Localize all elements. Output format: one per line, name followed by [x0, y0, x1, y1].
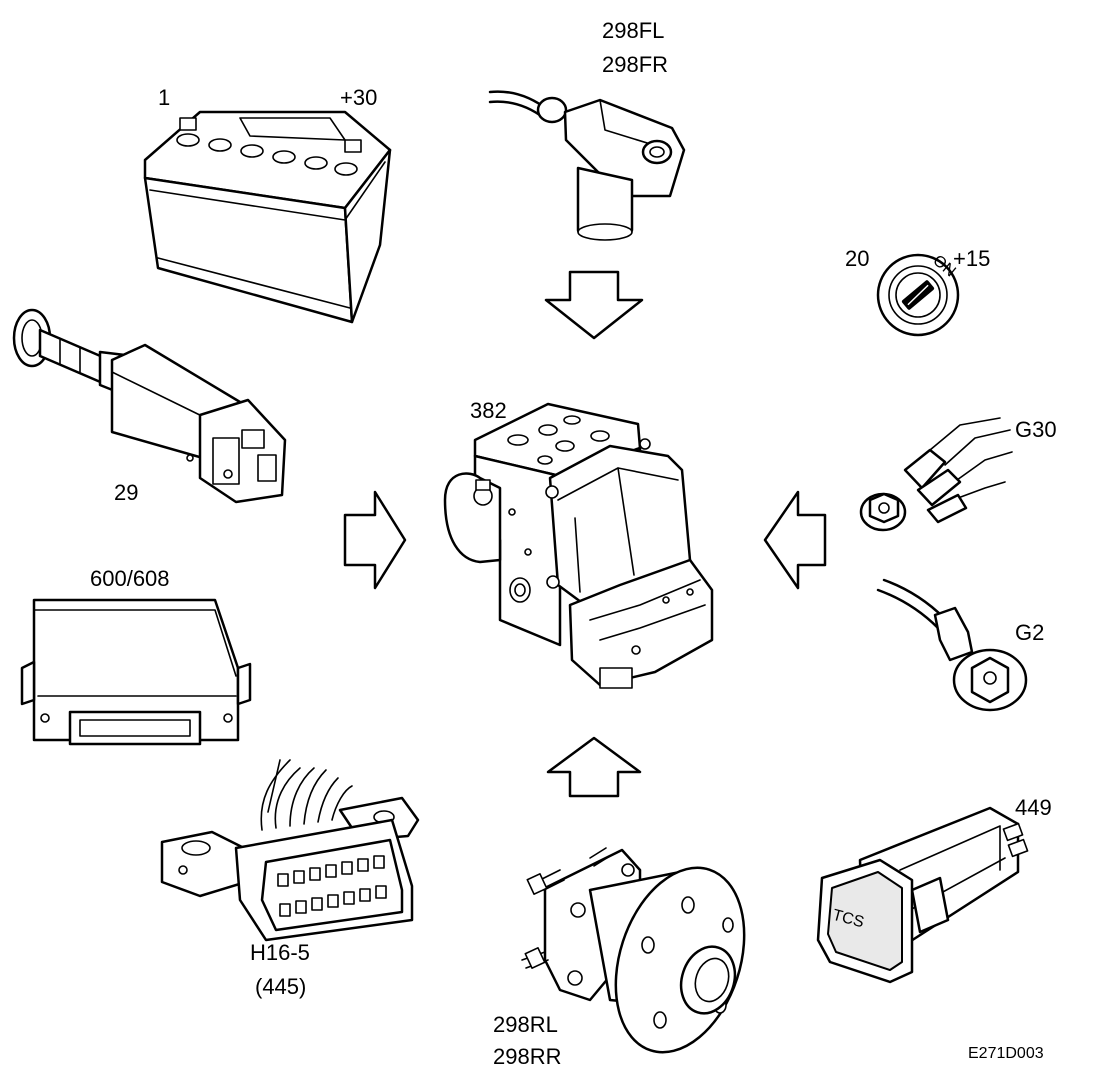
- label-ignition-switch: 20: [845, 246, 869, 271]
- ground-g30-illustration: [859, 417, 1013, 532]
- tcs-switch-illustration: TCS: [816, 806, 1029, 984]
- label-298rl: 298RL: [493, 1012, 558, 1037]
- label-terminal-15: +15: [953, 246, 990, 271]
- label-tcs-switch: 449: [1015, 795, 1052, 820]
- arrow-down-from-sensor: [544, 270, 644, 340]
- brake-light-switch-labels: 29: [114, 480, 138, 505]
- rear-wheel-sensor-labels: 298RL 298RR: [493, 1012, 561, 1069]
- arrow-up-from-rear-sensor: [546, 736, 642, 798]
- ignition-switch-illustration: ON: [876, 252, 960, 337]
- label-terminal-30: +30: [340, 85, 377, 110]
- label-control-module: 600/608: [90, 566, 170, 591]
- control-module-illustration: [20, 598, 252, 746]
- ground-g2-illustration: [876, 578, 1028, 712]
- battery-labels: 1 +30: [158, 85, 377, 110]
- label-g30: G30: [1015, 417, 1057, 442]
- label-abs-unit: 382: [470, 398, 507, 423]
- rear-wheel-hub-illustration: [521, 847, 746, 1054]
- ignition-switch-labels: 20 +15: [845, 246, 990, 271]
- abs-hydraulic-unit-illustration: [443, 402, 714, 689]
- battery-illustration: [143, 110, 392, 324]
- diagnostic-connector-labels: H16-5 (445): [250, 940, 310, 999]
- label-battery: 1: [158, 85, 170, 110]
- label-g2: G2: [1015, 620, 1044, 645]
- brake-light-switch-illustration: [12, 308, 287, 504]
- front-wheel-sensor-illustration: [488, 90, 686, 241]
- ground-g2-labels: G2: [1015, 620, 1044, 645]
- abs-unit-labels: 382: [470, 398, 507, 423]
- label-298fr: 298FR: [602, 52, 668, 77]
- arrow-right-from-left: [343, 490, 407, 590]
- label-h16-5: H16-5: [250, 940, 310, 965]
- figure-code: E271D003: [968, 1045, 1044, 1062]
- label-298fl: 298FL: [602, 18, 664, 43]
- label-445: (445): [255, 974, 306, 999]
- tcs-switch-labels: 449: [1015, 795, 1052, 820]
- label-brake-light-switch: 29: [114, 480, 138, 505]
- label-298rr: 298RR: [493, 1044, 561, 1069]
- front-wheel-sensor-labels: 298FL 298FR: [602, 18, 668, 77]
- ground-g30-labels: G30: [1015, 417, 1057, 442]
- diagnostic-connector-illustration: [160, 759, 420, 942]
- control-module-labels: 600/608: [90, 566, 170, 591]
- arrow-left-from-right: [763, 490, 827, 590]
